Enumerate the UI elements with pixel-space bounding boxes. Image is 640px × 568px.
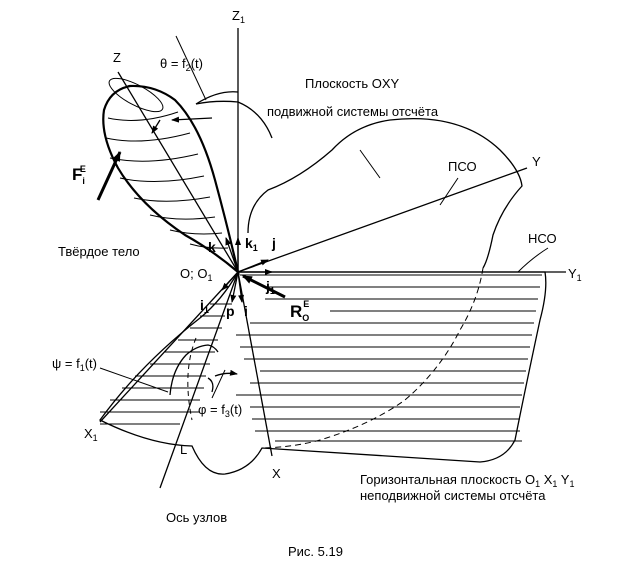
psi-arc xyxy=(169,344,219,396)
label-k: k xyxy=(208,239,216,255)
label-l: L xyxy=(180,442,187,457)
label-horizontal-2: неподвижной системы отсчёта xyxy=(360,488,546,503)
label-nodes: Ось узлов xyxy=(166,510,227,525)
label-force-fi: FiE xyxy=(72,164,86,186)
label-i: i xyxy=(244,303,248,319)
horizontal-plane-hatching xyxy=(100,274,542,442)
label-nso: НСО xyxy=(528,231,557,246)
horizontal-plane-outline xyxy=(99,271,547,475)
label-horizontal-1: Горизонтальная плоскость O1 X1 Y1 xyxy=(360,472,575,489)
phi-arc xyxy=(214,369,238,377)
labels: Z1 Z θ = f2(t) Плоскость OXY подвижной с… xyxy=(52,8,582,559)
plane-oxy-leader xyxy=(359,149,381,179)
axis-x xyxy=(237,271,273,457)
label-p: p xyxy=(226,303,235,319)
label-z1: Z1 xyxy=(232,8,245,25)
moving-plane-outline xyxy=(247,117,523,269)
vector-i xyxy=(237,271,245,303)
intersection-dashed xyxy=(261,267,484,449)
label-x: X xyxy=(272,466,281,481)
force-fi-arrow xyxy=(96,151,122,201)
label-pso: ПСО xyxy=(448,159,477,174)
label-y: Y xyxy=(532,154,541,169)
psi-leader xyxy=(99,367,169,393)
label-body: Твёрдое тело xyxy=(58,244,140,259)
vector-k xyxy=(225,237,239,273)
label-y1: Y1 xyxy=(568,266,582,283)
phi-arc-2 xyxy=(207,377,214,393)
label-psi: ψ = f1(t) xyxy=(52,356,97,373)
axis-x1 xyxy=(99,271,239,423)
label-plane-oxy-1: Плоскость OXY xyxy=(305,76,399,91)
force-r-arrow xyxy=(242,274,286,299)
label-j1: j1 xyxy=(265,278,275,296)
theta-leader xyxy=(175,35,207,101)
pso-leader xyxy=(439,177,459,206)
phi-leader xyxy=(211,369,226,399)
vector-p xyxy=(230,271,239,303)
label-x1: X1 xyxy=(84,426,98,443)
figure-caption: Рис. 5.19 xyxy=(288,544,343,559)
label-k1: k1 xyxy=(245,235,258,253)
axis-nodes xyxy=(159,271,239,489)
axis-y xyxy=(237,167,528,273)
label-i1: i1 xyxy=(200,297,209,315)
vector-i1 xyxy=(221,271,239,291)
label-origin: O; O1 xyxy=(180,266,212,283)
theta-arc-right xyxy=(195,100,273,139)
psi-dashes xyxy=(187,337,197,421)
label-phi: φ = f3(t) xyxy=(198,402,242,419)
label-theta: θ = f2(t) xyxy=(160,56,203,73)
label-force-r: ROE xyxy=(290,299,309,323)
theta-arc xyxy=(195,91,239,105)
label-j: j xyxy=(271,235,276,251)
label-z: Z xyxy=(113,50,121,65)
vector-j xyxy=(237,259,269,273)
axis-z xyxy=(117,71,239,273)
label-plane-oxy-2: подвижной системы отсчёта xyxy=(267,104,439,119)
nso-leader xyxy=(517,247,549,273)
